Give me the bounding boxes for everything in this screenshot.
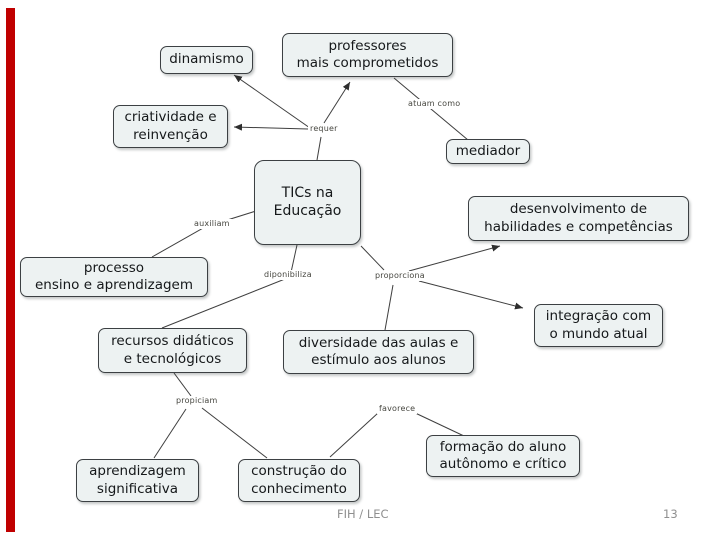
node-recursos-label: recursos didáticos e tecnológicos [111,333,234,367]
node-diversidade-label: diversidade das aulas e estímulo aos alu… [298,334,459,368]
node-processo-label: processo ensino e aprendizagem [34,259,193,293]
slide-page-number: 13 [663,507,678,521]
node-construcao: construção do conhecimento [238,459,360,502]
node-desenvolvimento-label: desenvolvimento de habilidades e competê… [484,201,673,235]
edge-requer-dinamismo [233,74,311,129]
link-label-propiciam: propiciam [174,396,220,406]
red-accent-bar [6,8,15,532]
node-mediador-label: mediador [455,142,521,159]
node-integracao: integração com o mundo atual [534,304,663,347]
footer-credit: FIH / LEC [337,507,389,521]
edge-professores-mediador [393,77,469,141]
edge-requer-criatividade [233,123,309,131]
edge-favorece-formacao [410,410,465,437]
edge-tics-proporciona [360,245,385,271]
node-professores: professores mais comprometidos [282,33,453,77]
edge-proporciona-integracao [418,280,524,310]
edge-propiciam-construcao [201,407,268,459]
node-processo: processo ensino e aprendizagem [20,257,208,297]
node-diversidade: diversidade das aulas e estímulo aos alu… [283,330,474,374]
node-desenvolvimento: desenvolvimento de habilidades e competê… [468,196,689,241]
node-aprendizagem: aprendizagem significativa [76,459,199,502]
node-construcao-label: construção do conhecimento [251,463,347,497]
node-criatividade-label: criatividade e reinvenção [124,109,217,143]
edge-proporciona-desenvolvimento [408,244,501,272]
edge-requer-professores [323,81,351,124]
node-tics-label: TICs na Educação [273,184,342,219]
edge-tics-requer [316,136,322,161]
link-label-proporciona: proporciona [373,271,427,281]
edge-tics-processo [151,210,257,258]
link-label-favorece: favorece [377,404,418,414]
node-aprendizagem-label: aprendizagem significativa [89,463,186,497]
node-professores-label: professores mais comprometidos [296,37,439,71]
node-formacao: formação do aluno autônomo e crítico [426,435,580,477]
link-label-atuam-como: atuam como [406,99,463,109]
node-integracao-label: integração com o mundo atual [545,308,652,342]
link-label-auxiliam: auxiliam [192,219,232,229]
link-label-diponibiliza: diponibiliza [262,270,314,280]
node-mediador: mediador [446,139,530,164]
edge-favorece-construcao [329,412,379,458]
node-recursos: recursos didáticos e tecnológicos [98,328,247,373]
node-criatividade: criatividade e reinvenção [113,105,228,148]
edge-recursos-propiciam [173,372,192,397]
edge-propiciam-aprendizagem [153,408,187,459]
node-dinamismo-label: dinamismo [169,51,244,68]
node-dinamismo: dinamismo [160,46,253,74]
node-tics-na-educacao: TICs na Educação [254,160,361,245]
link-label-requer: requer [308,124,340,134]
node-formacao-label: formação do aluno autônomo e crítico [439,438,567,472]
edge-proporciona-diversidade [384,284,394,331]
